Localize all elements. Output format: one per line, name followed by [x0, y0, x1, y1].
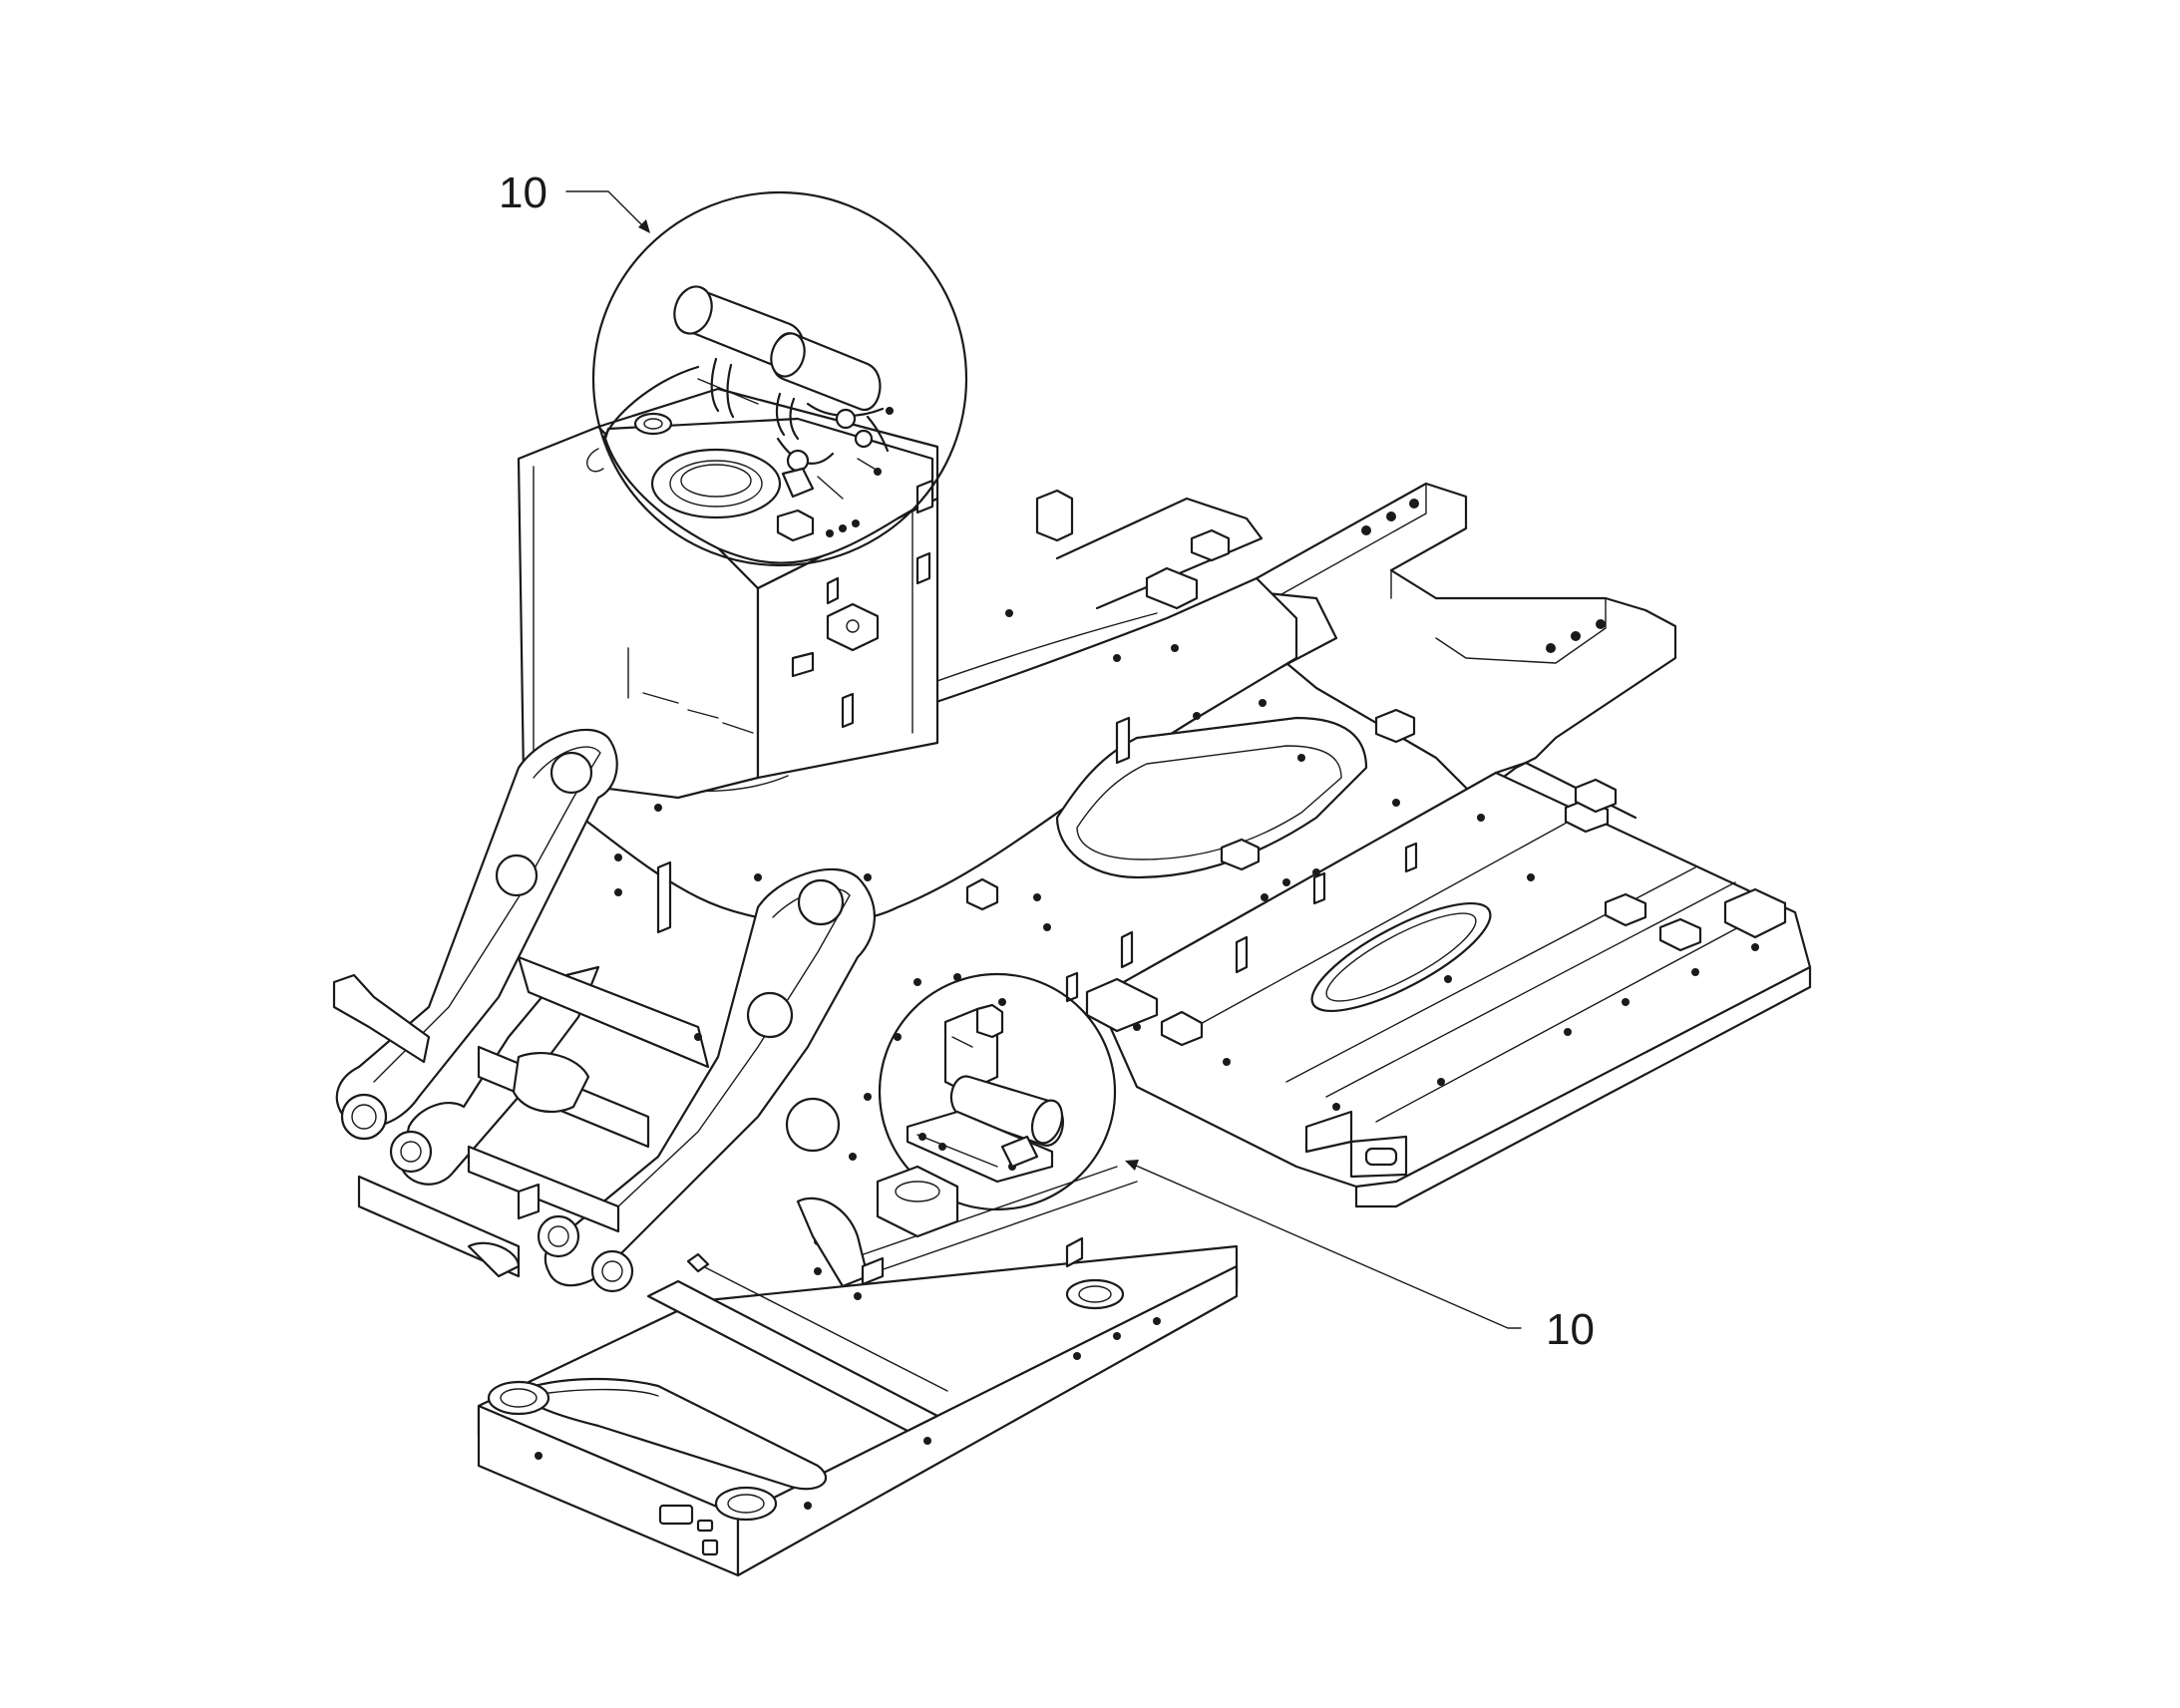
callout-label-bottom: 10: [1546, 1305, 1595, 1354]
front-frame: [332, 728, 999, 1293]
front-axle-frame: [477, 1165, 1239, 1577]
callout-leader-bottom: [1125, 1160, 1522, 1329]
callout-leader-top: [565, 190, 650, 233]
callout-label-top: 10: [499, 169, 547, 217]
rear-chassis-frame: [537, 482, 1812, 1208]
detail-circle-accumulators: [591, 190, 968, 567]
detail-circle-pedestal: [878, 972, 1117, 1211]
hydraulic-tank: [517, 387, 939, 800]
